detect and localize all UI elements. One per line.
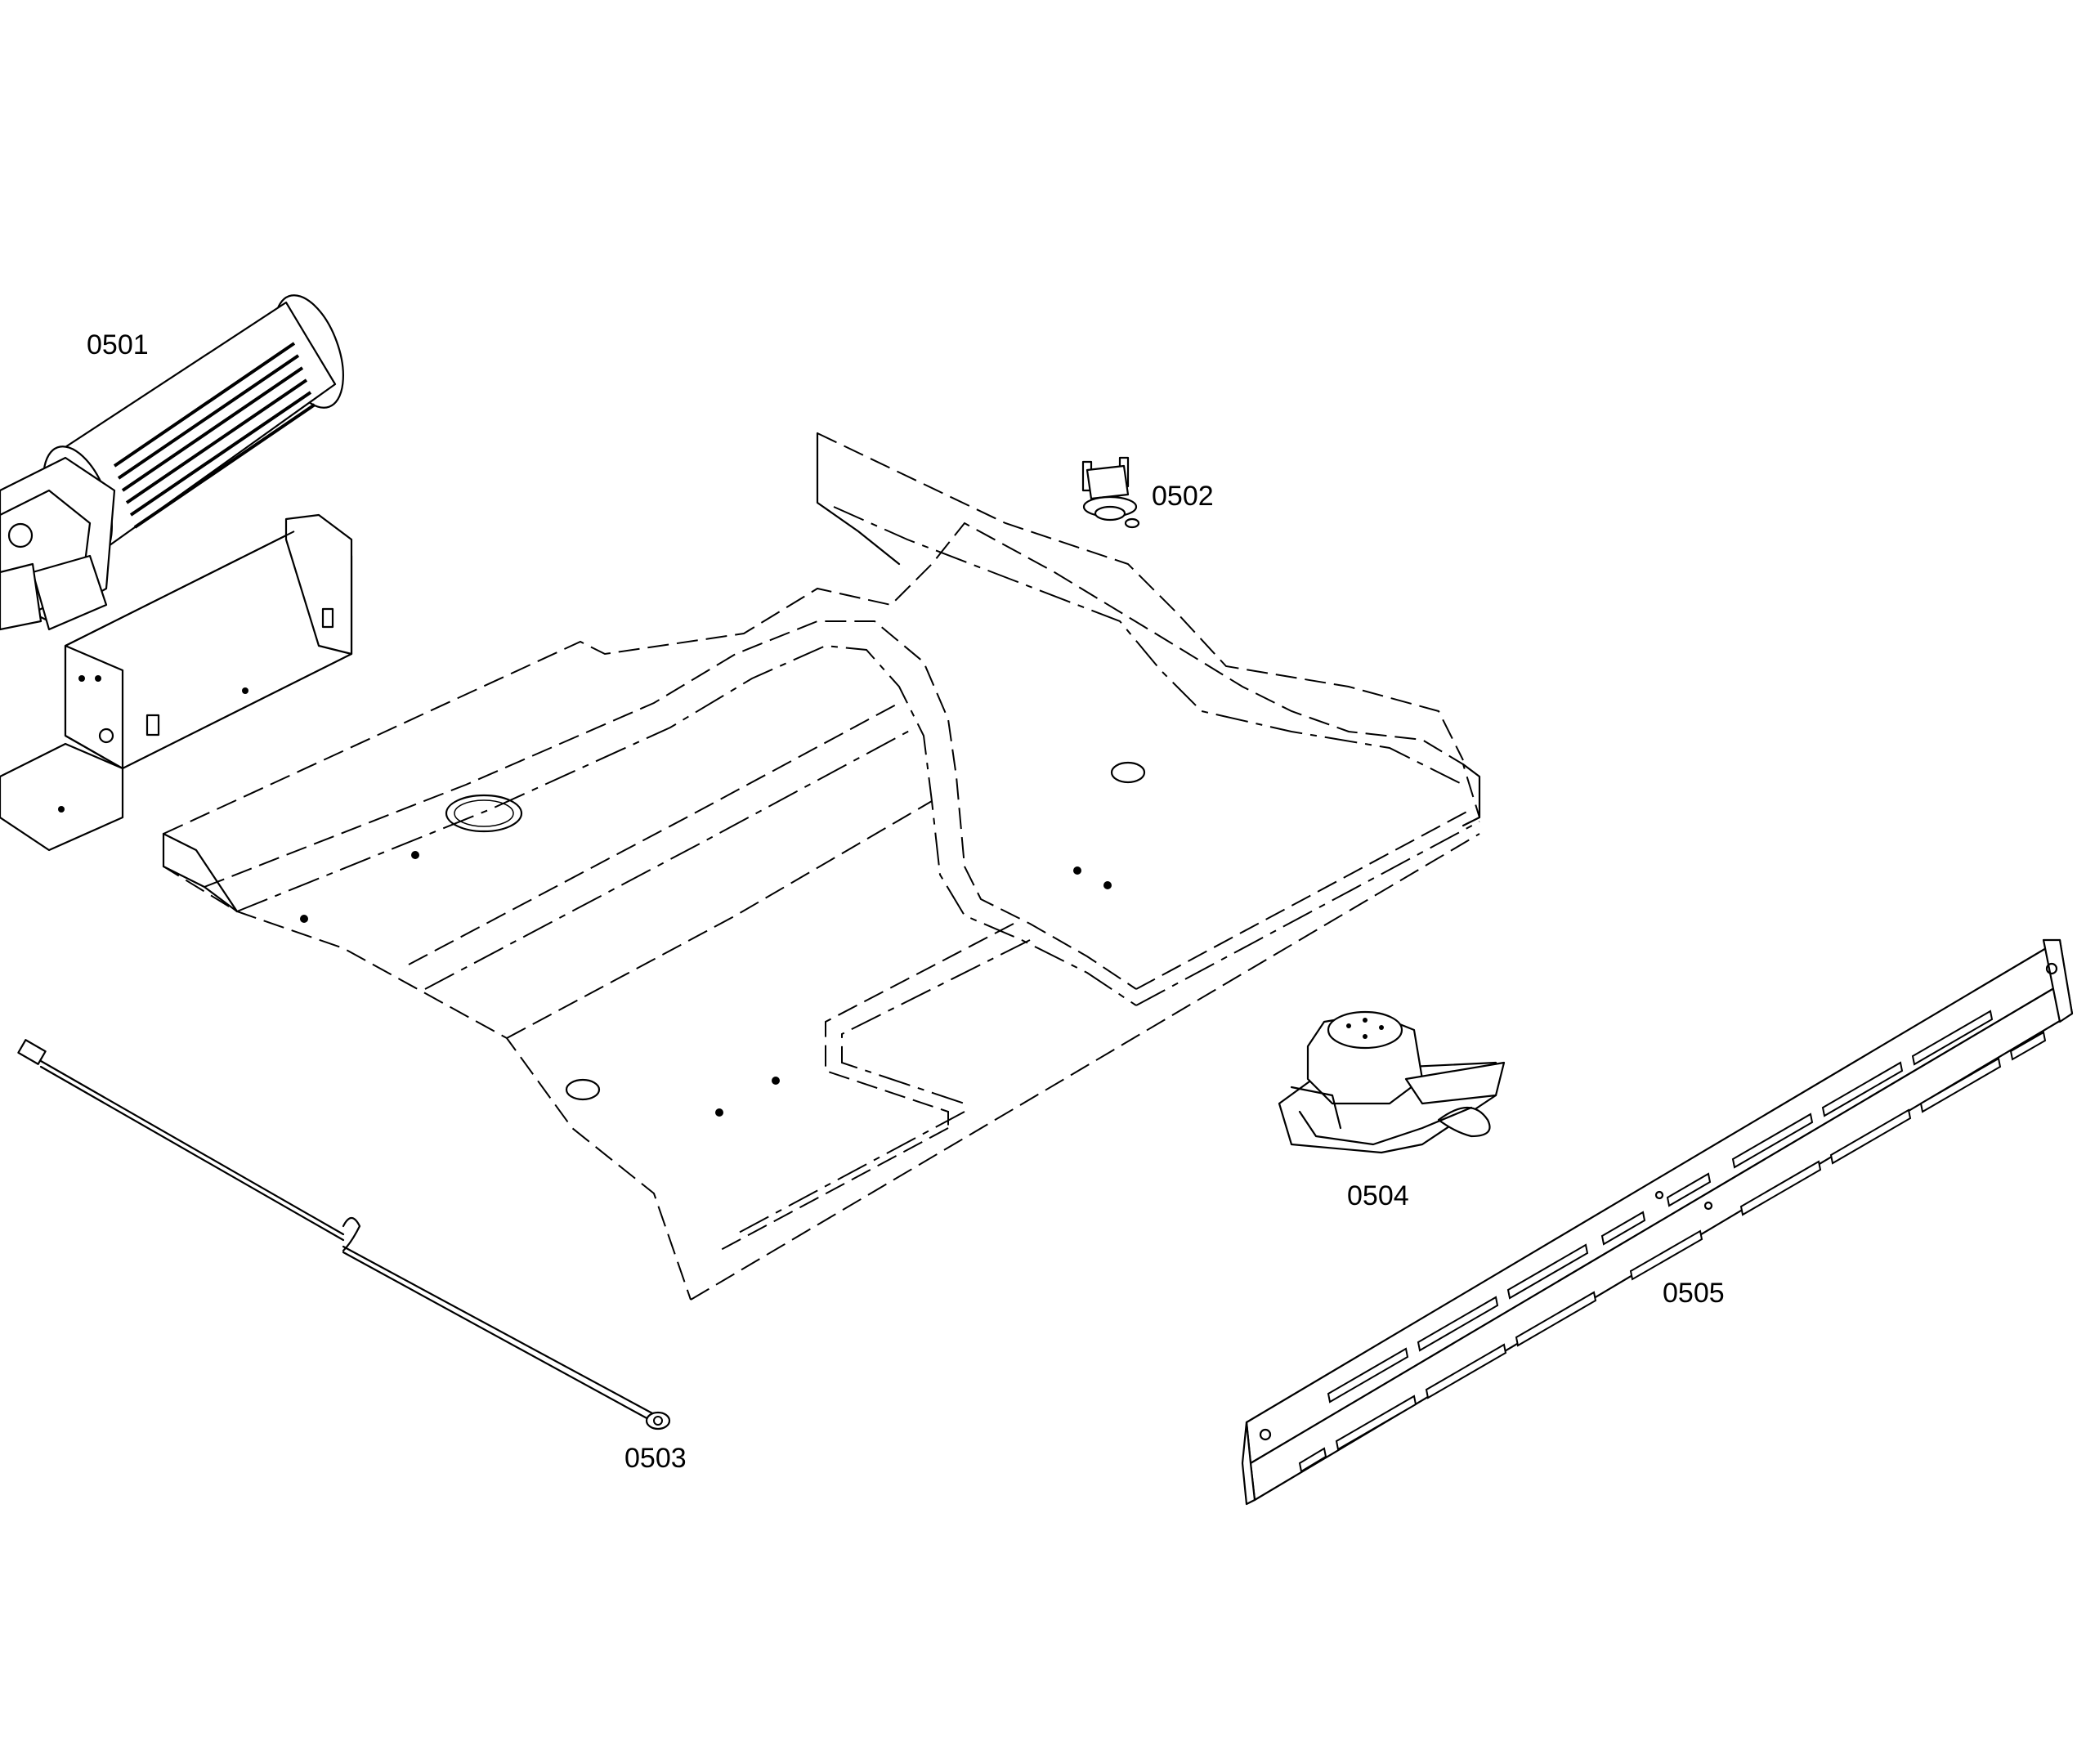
part-label-0501: 0501 [87, 329, 149, 360]
thermostat-icon [1081, 456, 1140, 529]
tangential-fan-icon [0, 294, 353, 852]
oven-bottom-panel [162, 432, 1481, 1301]
part-label-0503: 0503 [624, 1443, 687, 1474]
vent-rail-icon [1241, 938, 2074, 1506]
part-label-0502: 0502 [1152, 481, 1214, 512]
part-label-0505: 0505 [1663, 1278, 1725, 1309]
door-lock-motor-icon [1278, 1010, 1506, 1154]
ground-wire-icon [17, 1039, 671, 1430]
part-label-0504: 0504 [1347, 1180, 1409, 1211]
